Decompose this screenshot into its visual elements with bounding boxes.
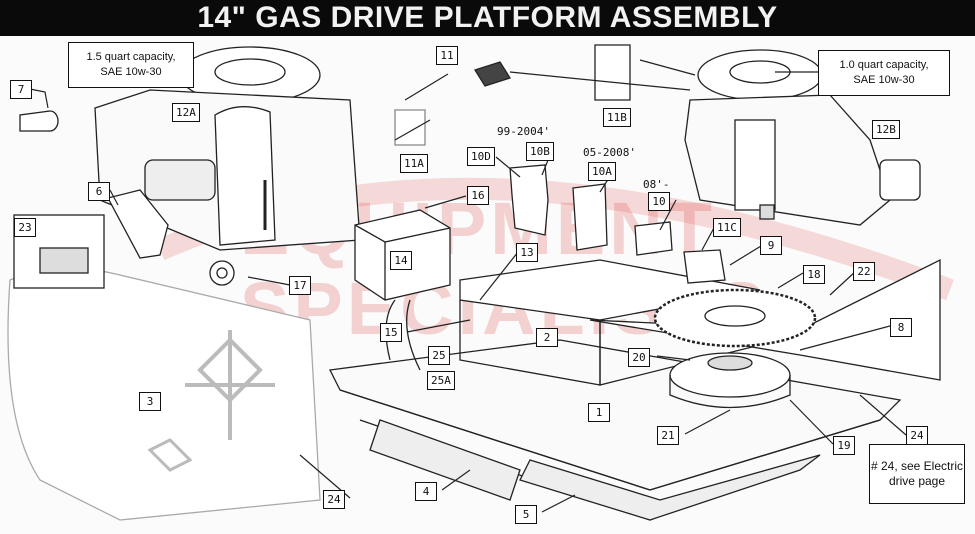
part-label-14: 14 xyxy=(390,251,412,270)
part-label-24-left: 24 xyxy=(323,490,345,509)
part-label-21: 21 xyxy=(657,426,679,445)
sprocket-clutch-drawing xyxy=(653,288,817,409)
part-label-16: 16 xyxy=(467,186,489,205)
part-label-19: 19 xyxy=(833,436,855,455)
part-label-25a: 25A xyxy=(427,371,455,390)
diagram-drawing xyxy=(7,44,954,521)
part-label-11a: 11A xyxy=(400,154,428,173)
note-left-line1: 1.5 quart capacity, xyxy=(86,51,176,63)
part-label-11b: 11B xyxy=(603,108,631,127)
part-label-9: 9 xyxy=(760,236,782,255)
part-label-6: 6 xyxy=(88,182,110,201)
part-label-11: 11 xyxy=(436,46,458,65)
part-label-18: 18 xyxy=(803,265,825,284)
part-label-10b: 10B xyxy=(526,142,554,161)
part-label-24-right: 24 xyxy=(906,426,928,445)
note-left-engine: 1.5 quart capacity, SAE 10w-30 xyxy=(68,42,194,88)
part-label-22: 22 xyxy=(853,262,875,281)
part-label-1: 1 xyxy=(588,403,610,422)
note-electric-drive: # 24, see Electric drive page xyxy=(869,444,965,504)
part-label-5: 5 xyxy=(515,505,537,524)
year-label-08: 08'- xyxy=(643,178,670,191)
part-label-23: 23 xyxy=(14,218,36,237)
page-title: 14" GAS DRIVE PLATFORM ASSEMBLY xyxy=(0,0,975,36)
bracket-drawings xyxy=(13,44,726,289)
part-label-10: 10 xyxy=(648,192,670,211)
part-label-4: 4 xyxy=(415,482,437,501)
note-right-engine: 1.0 quart capacity, SAE 10w-30 xyxy=(818,50,950,96)
part-label-25: 25 xyxy=(428,346,450,365)
parts-diagram: EQUIPMENT SPECIALISTS xyxy=(0,36,975,534)
note-electric-line2: drive page xyxy=(888,474,946,488)
cover-plate-drawing xyxy=(7,267,321,521)
note-right-line1: 1.0 quart capacity, xyxy=(839,59,929,71)
note-right-line2: SAE 10w-30 xyxy=(853,74,915,86)
part-label-20: 20 xyxy=(628,348,650,367)
part-label-8: 8 xyxy=(890,318,912,337)
part-label-3: 3 xyxy=(139,392,161,411)
part-label-12b: 12B xyxy=(872,120,900,139)
platform-drawing xyxy=(329,258,941,521)
part-label-15: 15 xyxy=(380,323,402,342)
part-label-13: 13 xyxy=(516,243,538,262)
note-electric-line1: # 24, see Electric xyxy=(870,459,964,473)
year-label-99-2004: 99-2004' xyxy=(497,125,550,138)
year-label-05-2008: 05-2008' xyxy=(583,146,636,159)
note-left-line2: SAE 10w-30 xyxy=(100,66,162,78)
part-label-17: 17 xyxy=(289,276,311,295)
part-label-11c: 11C xyxy=(713,218,741,237)
part-label-7: 7 xyxy=(10,80,32,99)
part-label-10d: 10D xyxy=(467,147,495,166)
part-label-12a: 12A xyxy=(172,103,200,122)
part-label-10a: 10A xyxy=(588,162,616,181)
part-label-2: 2 xyxy=(536,328,558,347)
